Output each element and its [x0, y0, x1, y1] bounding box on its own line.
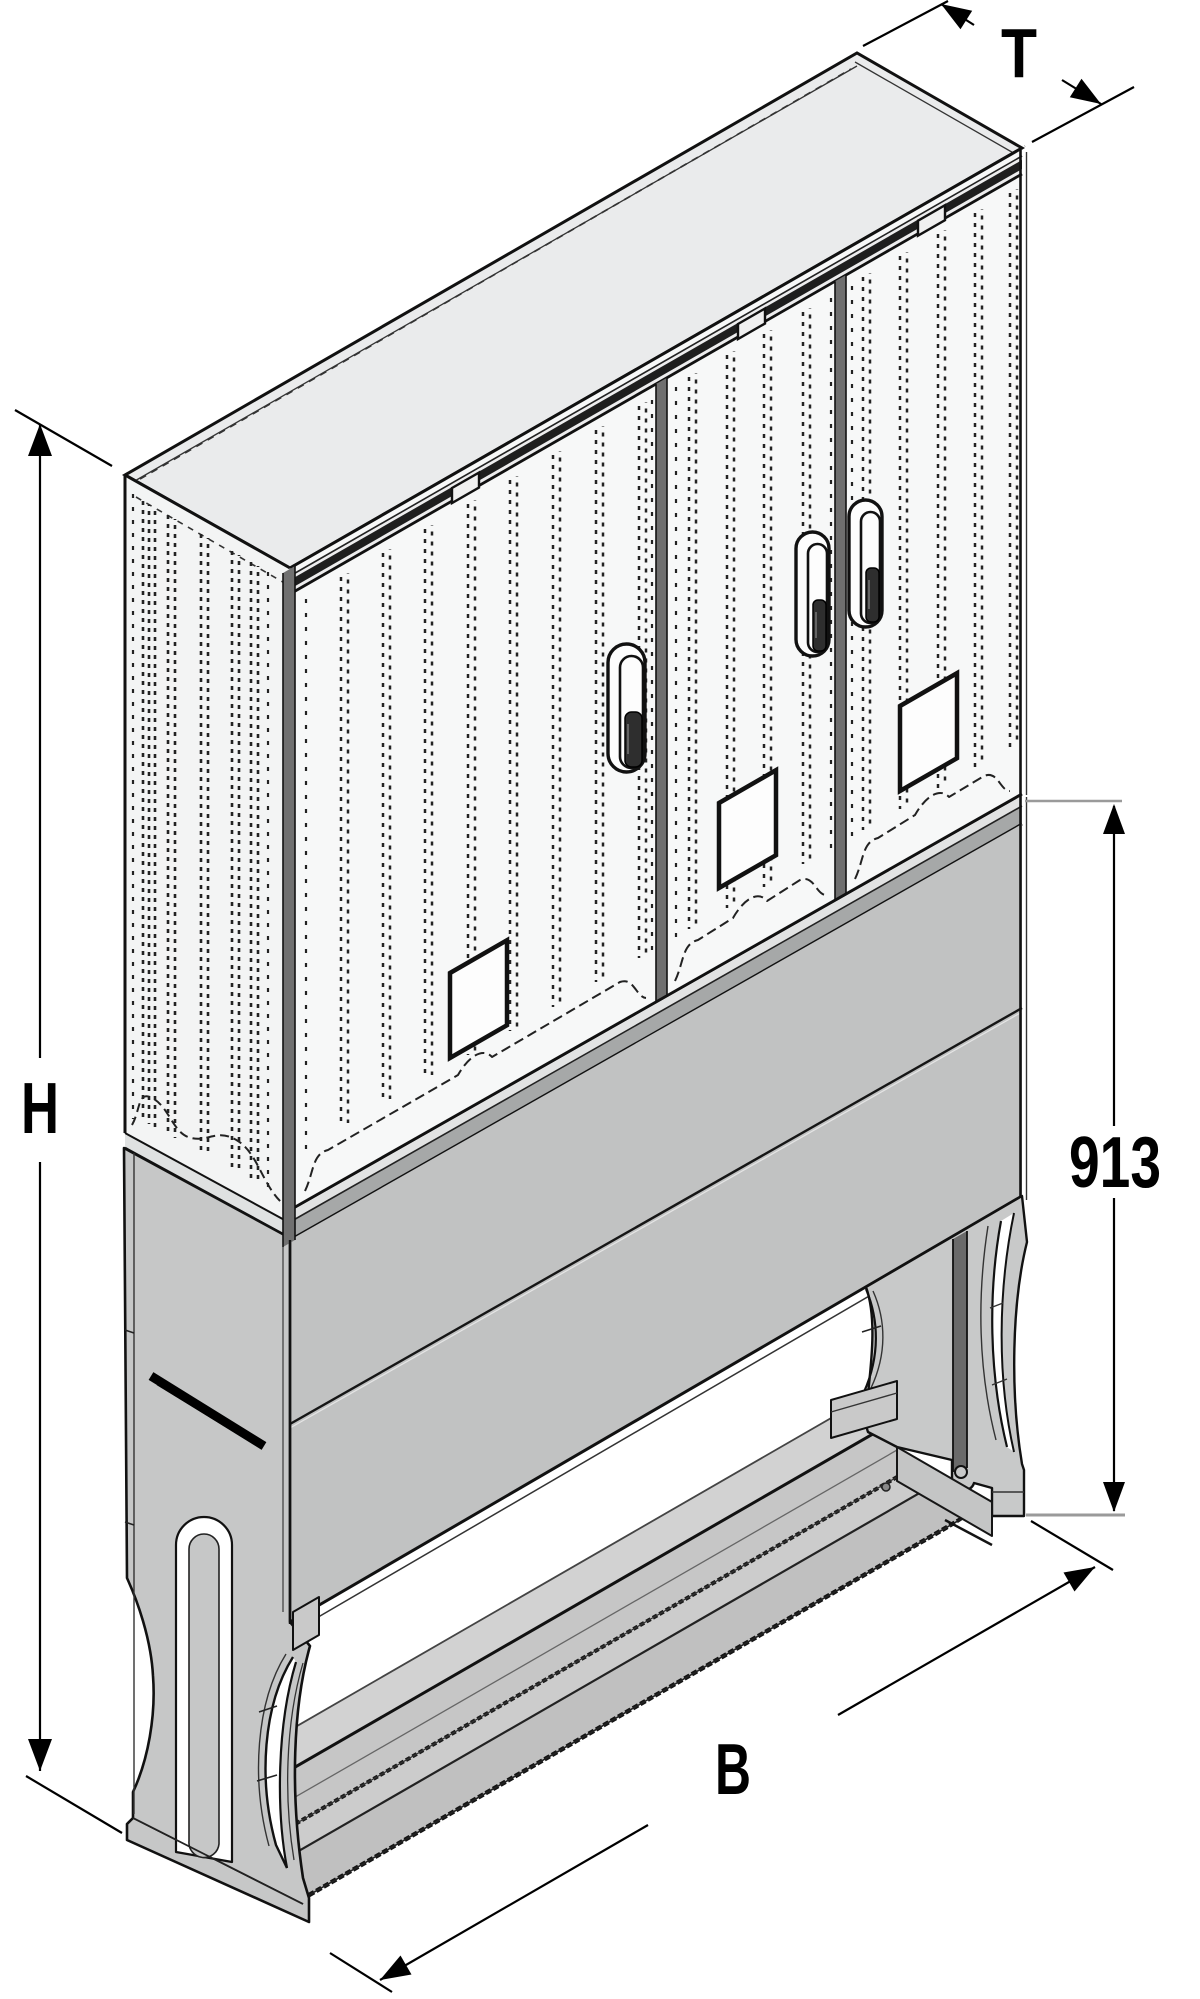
svg-text:913: 913 [1069, 1123, 1161, 1203]
svg-text:T: T [1001, 14, 1037, 92]
svg-text:B: B [715, 1730, 751, 1810]
svg-text:H: H [21, 1069, 59, 1149]
